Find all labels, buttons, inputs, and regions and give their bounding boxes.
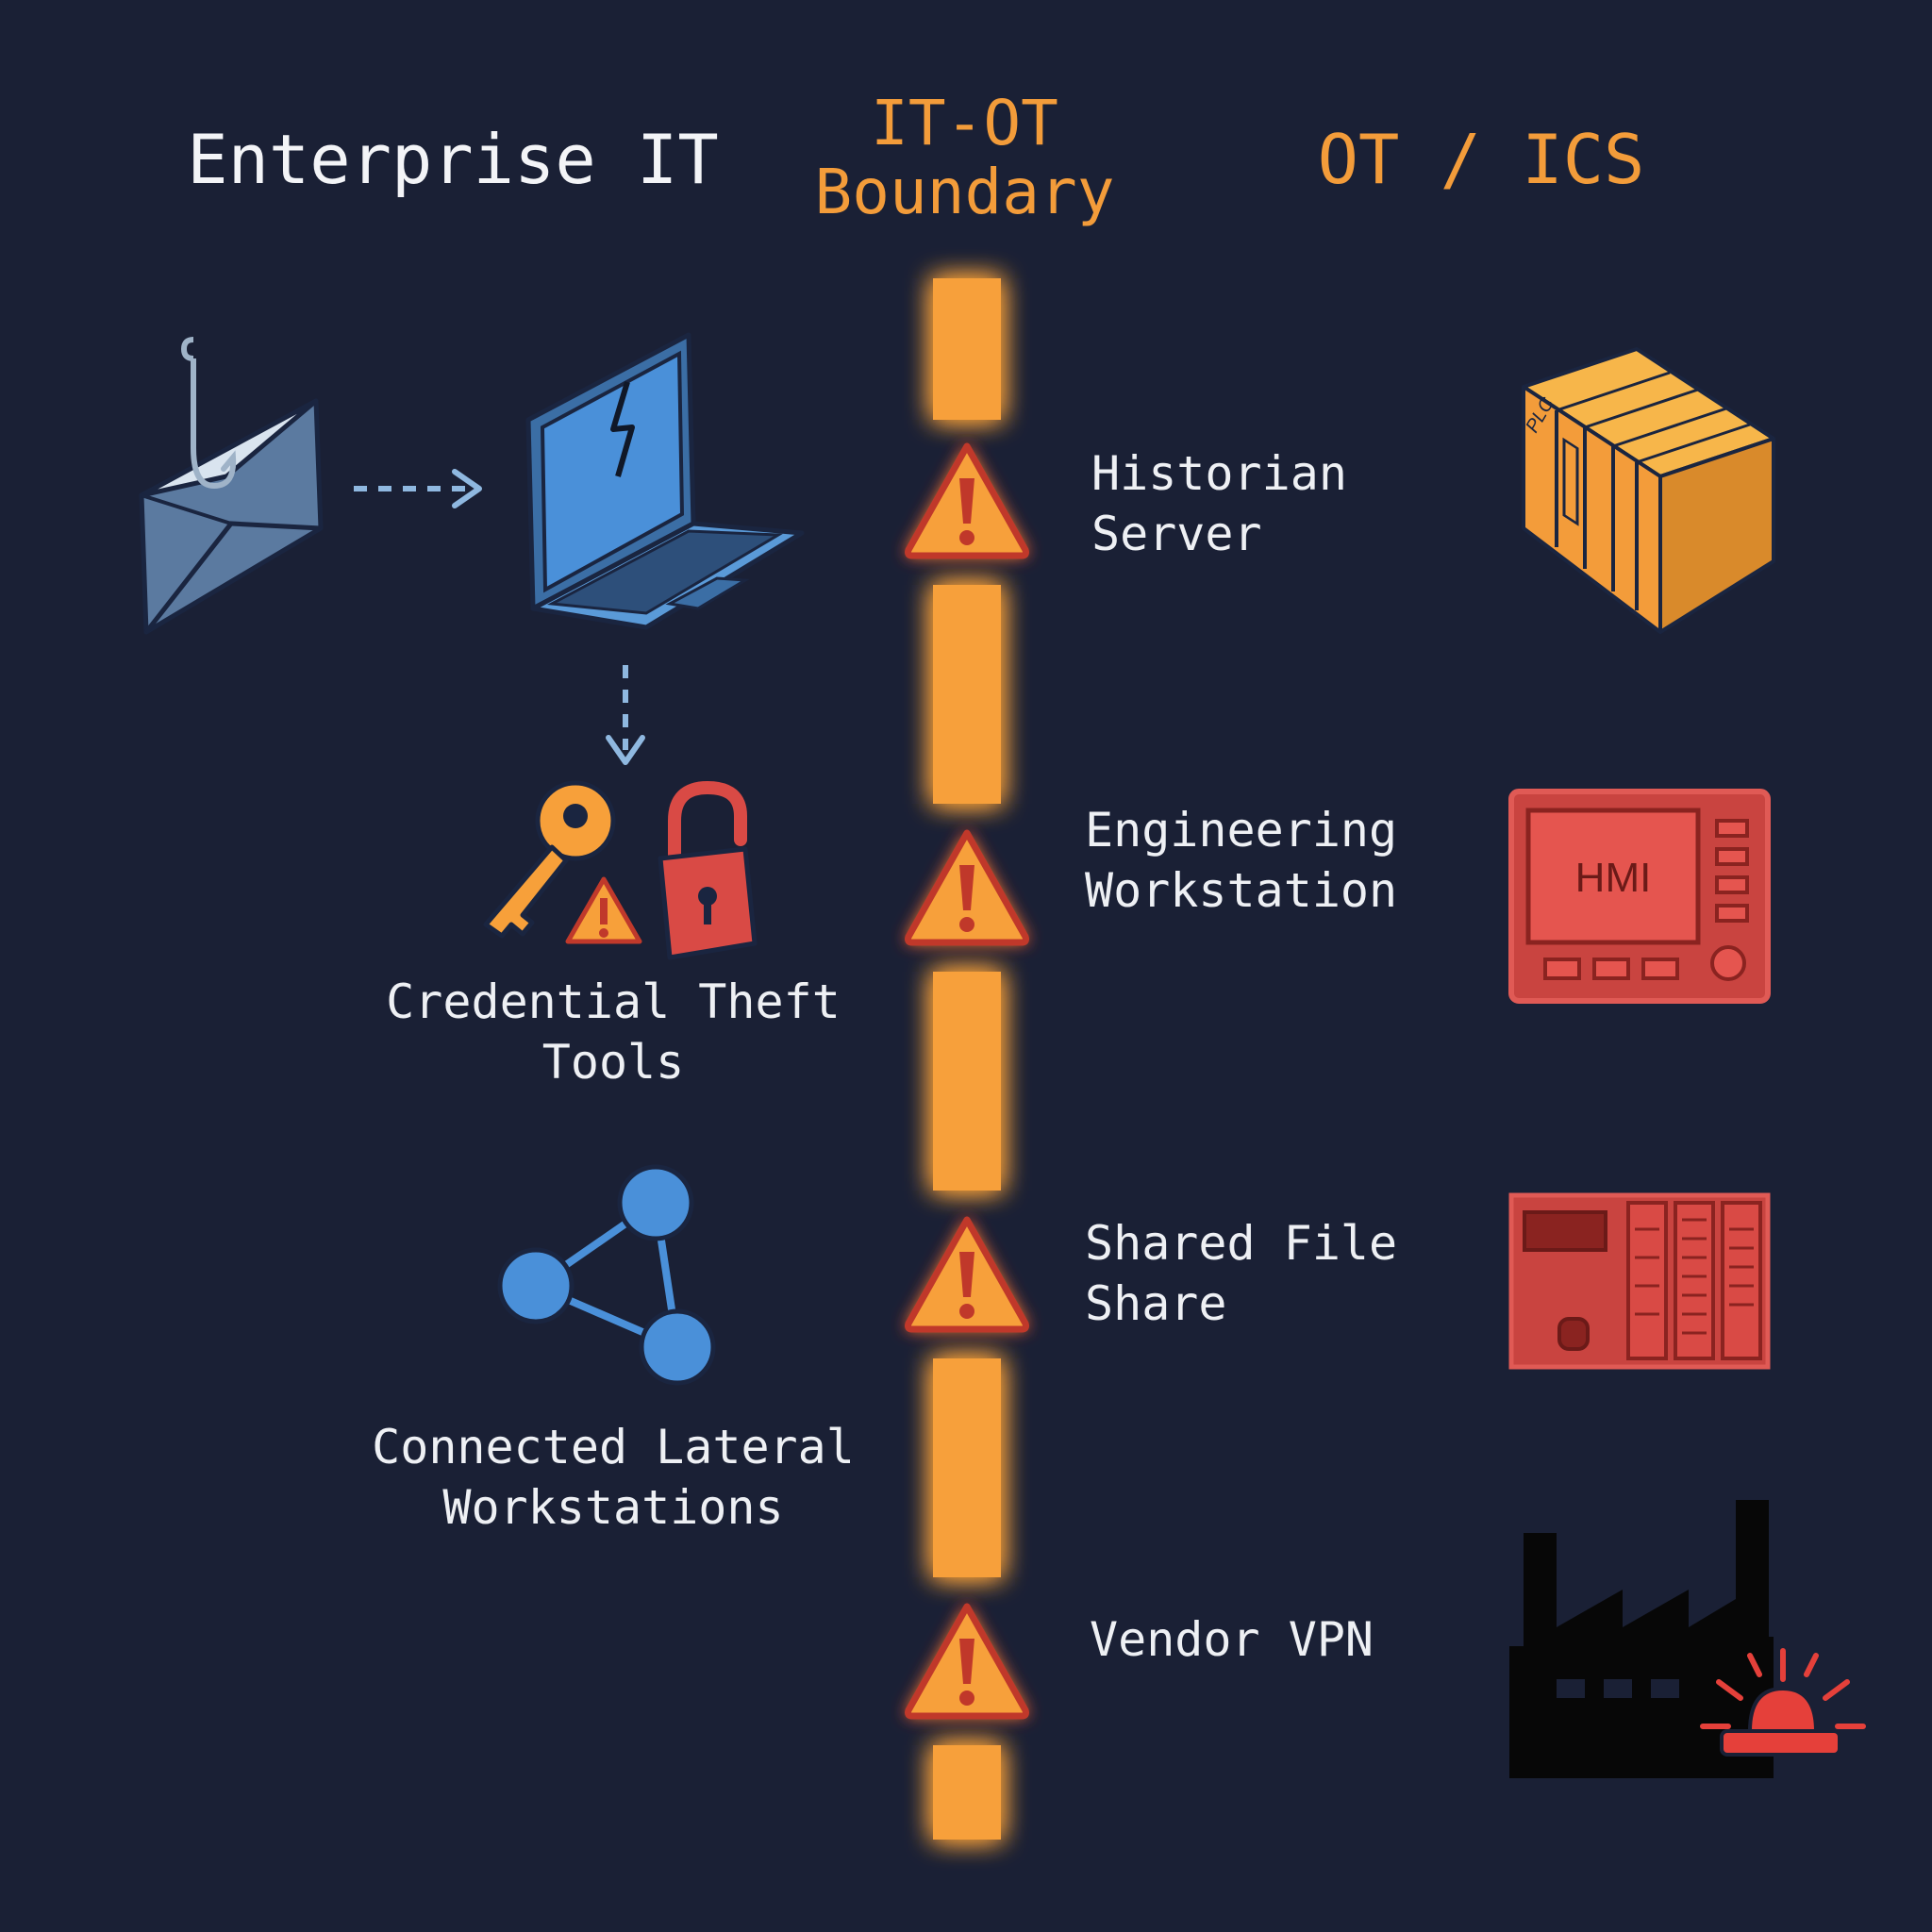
network-node xyxy=(639,1308,716,1386)
warning-icon xyxy=(908,1220,1026,1329)
boundary-dash xyxy=(933,278,1001,420)
warning-icon xyxy=(908,833,1026,942)
plc-rack-icon: PLC xyxy=(1522,347,1775,634)
boundary-dash xyxy=(933,585,1001,804)
network-node xyxy=(617,1164,694,1241)
it-ot-boundary-heading: IT-OT Boundary xyxy=(774,87,1156,228)
arrow-right-icon xyxy=(354,469,482,508)
warning-icon xyxy=(908,446,1026,556)
credential-theft-icon xyxy=(483,780,758,960)
hmi-panel-icon: HMI xyxy=(1508,789,1771,1004)
engineering-workstation-label: Engineering Workstation xyxy=(1085,800,1397,921)
boundary-dash xyxy=(933,972,1001,1191)
credential-line2: Tools xyxy=(541,1035,685,1090)
controller-cabinet-icon xyxy=(1508,1192,1771,1370)
open-padlock-icon xyxy=(658,780,758,960)
ot-ics-heading: OT / ICS xyxy=(1317,120,1645,199)
historian-server-label: Historian Server xyxy=(1091,443,1347,564)
boundary-dash xyxy=(933,1745,1001,1840)
credential-theft-label: Credential Theft Tools xyxy=(358,972,868,1092)
warning-icon xyxy=(908,1607,1026,1716)
arrow-down-icon xyxy=(606,665,645,765)
shared-line2: Share xyxy=(1085,1276,1227,1331)
boundary-heading-line2: Boundary xyxy=(814,155,1115,228)
shared-file-share-label: Shared File Share xyxy=(1085,1213,1397,1334)
engineering-line2: Workstation xyxy=(1085,863,1398,918)
phishing-email-icon xyxy=(139,337,324,635)
hmi-label: HMI xyxy=(1575,855,1652,901)
lateral-workstations-label: Connected Lateral Workstations xyxy=(349,1417,877,1538)
vendor-vpn-label: Vendor VPN xyxy=(1090,1609,1374,1670)
credential-line1: Credential Theft xyxy=(386,974,841,1029)
lateral-line1: Connected Lateral xyxy=(372,1420,855,1474)
shared-line1: Shared File xyxy=(1085,1216,1398,1271)
compromised-laptop-icon xyxy=(525,332,805,630)
enterprise-it-heading: Enterprise IT xyxy=(187,120,719,199)
network-node xyxy=(497,1247,575,1324)
alarm-siren-icon xyxy=(1700,1648,1866,1757)
boundary-dash xyxy=(933,1358,1001,1577)
lateral-line2: Workstations xyxy=(442,1480,784,1535)
it-ot-boundary-line xyxy=(877,278,1057,1840)
engineering-line1: Engineering xyxy=(1085,803,1398,858)
lateral-network-icon xyxy=(497,1164,716,1386)
historian-line1: Historian xyxy=(1091,446,1347,501)
vendor-vpn-text: Vendor VPN xyxy=(1090,1612,1374,1667)
historian-line2: Server xyxy=(1091,507,1262,561)
factory-alarm-icon xyxy=(1509,1500,1866,1778)
small-warning-icon xyxy=(565,876,642,944)
boundary-heading-line1: IT-OT xyxy=(871,87,1058,159)
key-icon xyxy=(483,780,616,939)
